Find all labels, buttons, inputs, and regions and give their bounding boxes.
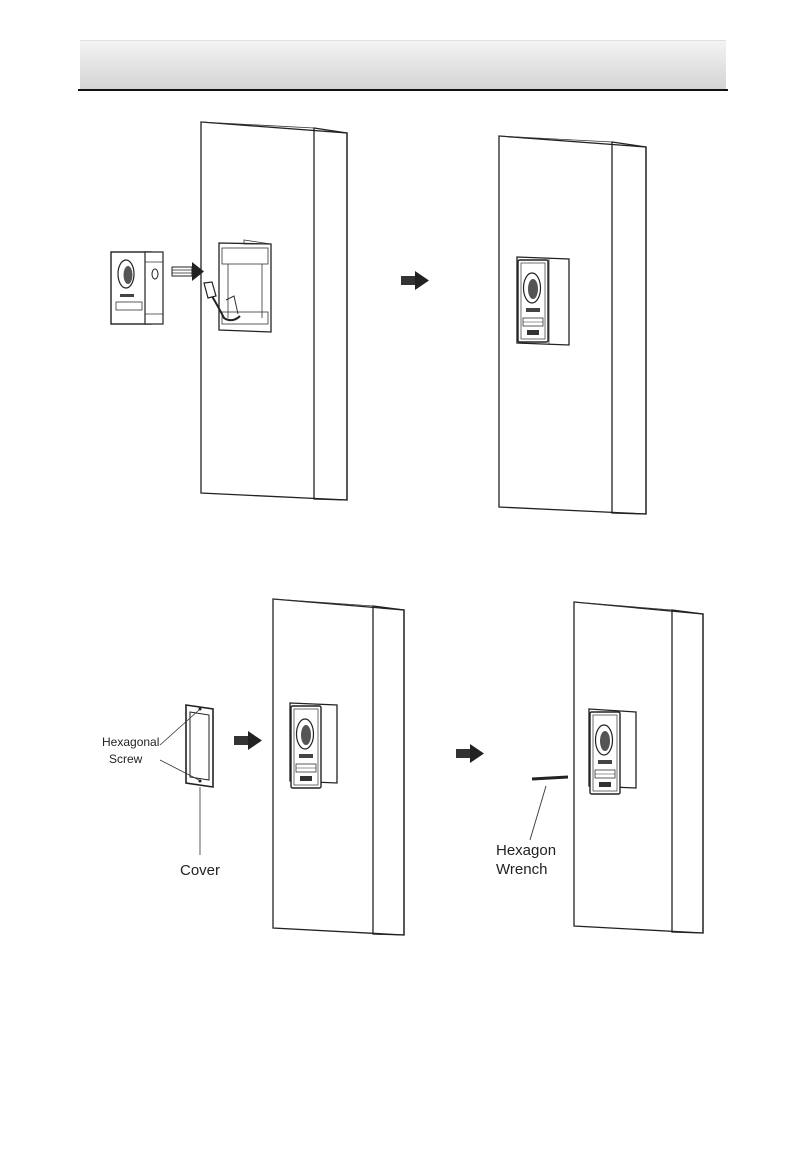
wall-panel-bottom-left (273, 599, 404, 935)
cover-label: Cover (180, 862, 220, 879)
wall-panel-top-left (201, 122, 347, 500)
wall-panel-bottom-right (574, 602, 703, 933)
hexagonal-screw-label: Screw (109, 752, 143, 766)
right-arrow-icon (456, 744, 484, 763)
hexagonal-screw-label: Hexagonal (102, 735, 159, 749)
right-arrow-icon (234, 731, 262, 750)
hexagon-wrench (530, 777, 568, 840)
right-arrow-icon (172, 262, 204, 281)
right-arrow-icon (401, 271, 429, 290)
cover-plate (186, 705, 213, 787)
wall-panel-top-right (499, 136, 646, 514)
door-station-device-side (111, 252, 163, 324)
hexagon-wrench-label: Hexagon (496, 842, 556, 859)
hexagon-wrench-label: Wrench (496, 861, 547, 878)
